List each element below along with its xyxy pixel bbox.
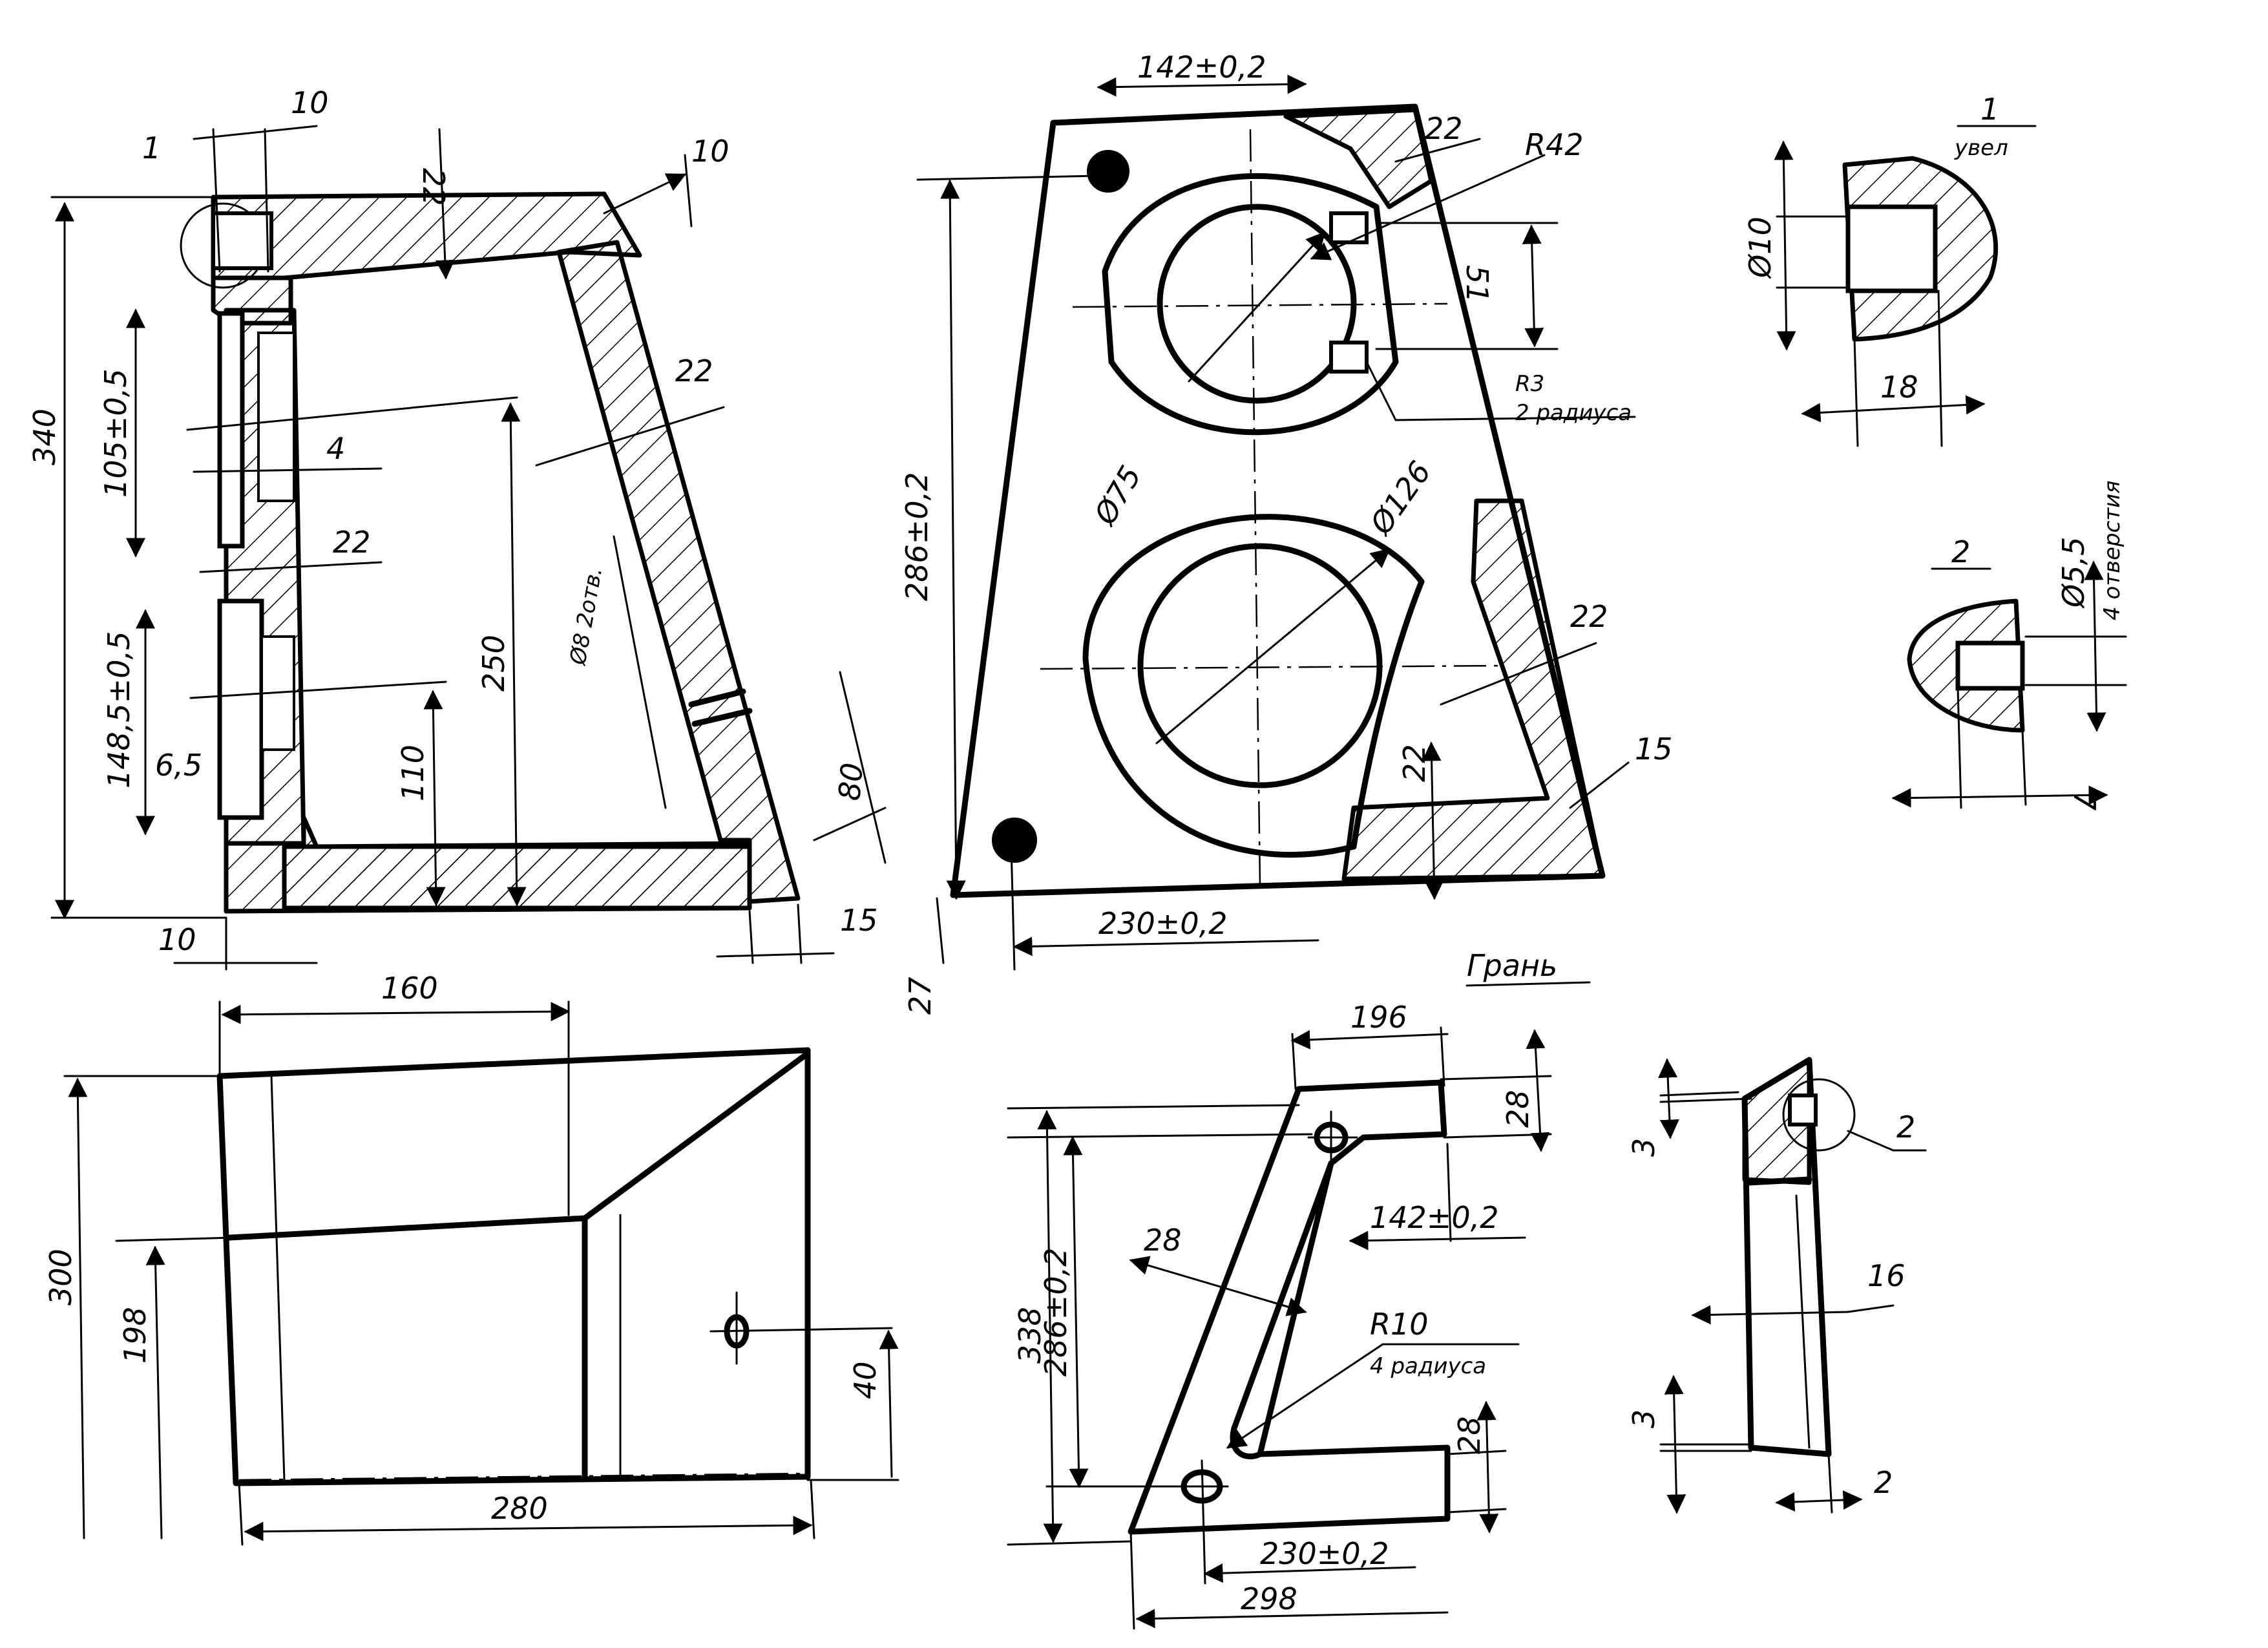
- dim-10-top: 10: [291, 85, 329, 120]
- detail-1-dim-18: 18: [1880, 370, 1918, 405]
- panel-view: Грань 196 28 142±0,2: [1007, 948, 1591, 1630]
- side-upper-keyway-top: [1329, 211, 1369, 244]
- side-hole-top: [1087, 150, 1129, 193]
- side-dim-27: 27: [903, 977, 938, 1015]
- detail-2-note: 4 отверстия: [2099, 480, 2125, 620]
- top-dim-280: 280: [491, 1491, 548, 1526]
- dim-15-bottom: 15: [840, 903, 878, 938]
- side-dim-r3: R3: [1515, 371, 1544, 397]
- side-dim-75: Ø75: [1087, 460, 1148, 531]
- detail-2-callout-circle: [1782, 1078, 1856, 1152]
- panel-dim-230: 230±0,2: [1260, 1536, 1389, 1571]
- front-left-pad-upper: [217, 311, 245, 549]
- front-left-recess-upper: [257, 332, 295, 502]
- top-dim-198: 198: [118, 1307, 152, 1364]
- dim-22-slant: 22: [675, 354, 713, 388]
- top-dim-40: 40: [848, 1361, 883, 1399]
- dim-10-right: 10: [691, 134, 730, 169]
- panel-dim-28-top: 28: [1500, 1090, 1535, 1128]
- detail-1-hole-rect: [211, 211, 273, 270]
- edge-view: 3 2 16 3 2: [1626, 1057, 1927, 1514]
- dim-22-mid: 22: [333, 525, 371, 560]
- side-lower-bore: [1137, 543, 1383, 788]
- panel-dim-28-bottom: 28: [1452, 1416, 1487, 1454]
- edge-dim-2-callout: 2: [1896, 1110, 1915, 1145]
- panel-dim-196: 196: [1350, 1000, 1407, 1035]
- panel-dim-298: 298: [1241, 1581, 1297, 1616]
- dim-110: 110: [395, 745, 430, 801]
- side-upper-bore: [1157, 204, 1357, 404]
- detail-2-hole: [1955, 640, 2025, 691]
- side-dim-r3-note: 2 радиуса: [1515, 400, 1632, 426]
- side-dim-286: 286±0,2: [899, 472, 934, 602]
- side-dim-22-bottom: 22: [1397, 744, 1432, 782]
- side-upper-bore-outer: [1102, 173, 1399, 436]
- side-lower-bore-outer: [1082, 514, 1425, 858]
- dim-8-holes: Ø8 2отв.: [565, 565, 607, 668]
- side-dim-22-right: 22: [1570, 599, 1608, 634]
- panel-title: Грань: [1467, 948, 1557, 983]
- dim-4: 4: [326, 431, 345, 466]
- edge-dim-3-top: 3: [1626, 1138, 1661, 1157]
- side-dim-15: 15: [1635, 732, 1673, 766]
- dim-250: 250: [476, 635, 511, 692]
- dim-340: 340: [27, 408, 62, 465]
- detail-1-title: 1: [1980, 92, 1999, 127]
- panel-dim-338: 338: [1013, 1307, 1047, 1364]
- side-dim-r42: R42: [1525, 127, 1584, 162]
- side-dim-126: Ø126: [1363, 455, 1438, 542]
- panel-dim-r10-note: 4 радиуса: [1370, 1353, 1486, 1379]
- detail-1: 1 увел Ø10 18: [1743, 92, 2037, 447]
- dim-105: 105±0,5: [98, 369, 133, 498]
- top-outline: [216, 1047, 811, 1486]
- top-view: 160 300 198 40 280: [43, 971, 899, 1546]
- detail-1-subtitle: увел: [1954, 135, 2008, 161]
- side-dim-51: 51: [1460, 265, 1495, 303]
- side-upper-keyway-bottom: [1329, 341, 1369, 374]
- dim-80: 80: [832, 761, 870, 802]
- edge-dim-2-bottom: 2: [1874, 1465, 1893, 1500]
- side-dim-22-top: 22: [1425, 111, 1463, 146]
- edge-dim-16: 16: [1867, 1258, 1906, 1293]
- dim-6-5: 6,5: [155, 748, 202, 783]
- detail-2-dim-7: 7: [2067, 792, 2102, 810]
- edge-dim-3-bottom: 3: [1626, 1410, 1661, 1428]
- edge-hole: [1788, 1093, 1818, 1126]
- front-slanted-wall: [556, 240, 801, 904]
- side-view: 142±0,2 22 R42 51 R3 2 радиуса 286±0,2 Ø…: [899, 50, 1673, 1015]
- side-dim-230: 230±0,2: [1098, 906, 1228, 941]
- front-hole-line-2: [691, 708, 753, 727]
- top-dim-160: 160: [381, 971, 438, 1006]
- front-left-pad-lower: [217, 598, 264, 820]
- side-bottom-rib: [1341, 498, 1605, 882]
- front-view: 10 1 22 10 340 105±0,5 4 22 148,5±0,5 6,…: [27, 85, 887, 971]
- panel-dim-142: 142±0,2: [1370, 1200, 1499, 1235]
- side-hole-bottom: [992, 818, 1037, 863]
- side-dim-142: 142±0,2: [1137, 50, 1266, 85]
- top-dim-300: 300: [43, 1249, 78, 1305]
- detail-1-dim-10: Ø10: [1743, 217, 1778, 279]
- dim-22-top: 22: [416, 168, 451, 206]
- dim-1-callout: 1: [142, 131, 161, 165]
- detail-2: 2 Ø5,5 4 отверстия 7: [1891, 480, 2127, 810]
- panel-dim-28-rib: 28: [1144, 1223, 1182, 1258]
- side-top-rib: [1283, 107, 1434, 209]
- panel-dim-r10: R10: [1370, 1307, 1429, 1342]
- dim-10-bottom: 10: [158, 922, 196, 957]
- detail-1-hole: [1845, 204, 1938, 293]
- front-hole-line-1: [688, 688, 746, 708]
- panel-dim-286: 286±0,2: [1038, 1248, 1073, 1377]
- dim-148: 148,5±0,5: [101, 631, 136, 788]
- detail-2-dim-5-5: Ø5,5: [2056, 537, 2091, 609]
- detail-2-title: 2: [1951, 534, 1970, 569]
